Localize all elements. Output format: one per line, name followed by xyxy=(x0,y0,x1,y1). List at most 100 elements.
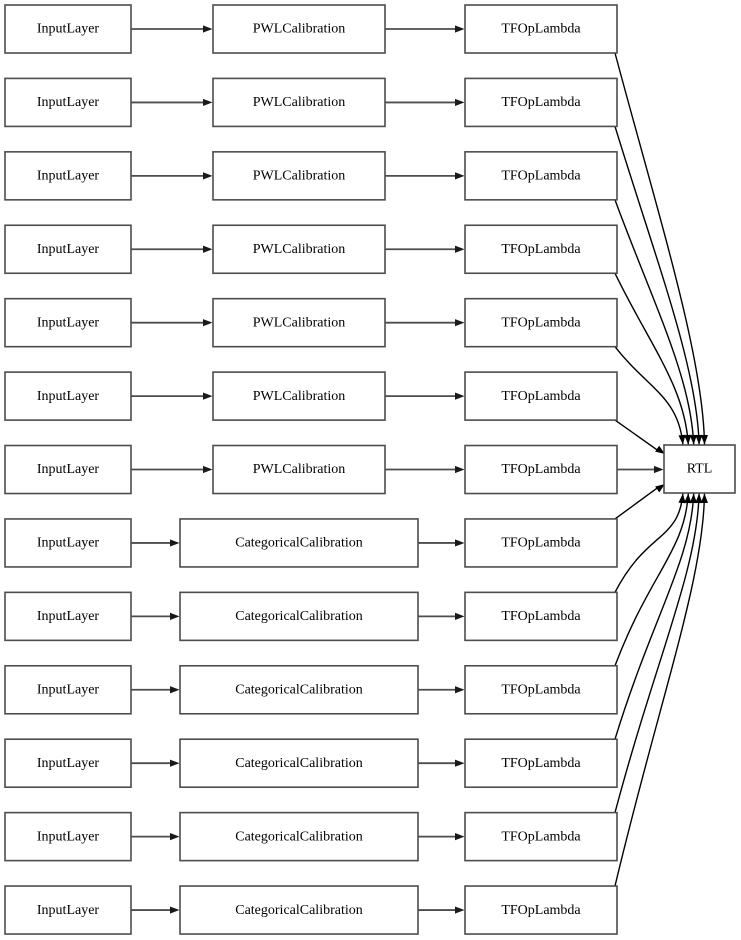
node-calibration-11-box xyxy=(179,811,419,862)
edge-output-to-rtl-2-arrowhead xyxy=(689,434,697,445)
node-tfoplambda-3[interactable]: TFOpLambda xyxy=(464,224,618,275)
edge-calibration-to-output-6-arrowhead xyxy=(455,465,465,474)
node-tfoplambda-10[interactable]: TFOpLambda xyxy=(464,738,618,789)
node-calibration-3-label: PWLCalibration xyxy=(253,242,346,257)
node-input-layer-7-label: InputLayer xyxy=(37,536,100,551)
node-input-layer-3[interactable]: InputLayer xyxy=(4,224,132,275)
node-tfoplambda-4-box xyxy=(464,297,618,348)
node-rtl[interactable]: RTL xyxy=(663,444,736,494)
node-calibration-7-box xyxy=(179,518,419,568)
node-calibration-10-box xyxy=(179,738,419,789)
edge-calibration-to-output-12-arrowhead xyxy=(455,906,465,914)
node-calibration-2-label: PWLCalibration xyxy=(253,169,346,184)
node-input-layer-11-box xyxy=(4,811,132,862)
node-tfoplambda-9[interactable]: TFOpLambda xyxy=(464,664,618,715)
edge-output-to-rtl-8-arrowhead xyxy=(678,493,686,504)
node-input-layer-7[interactable]: InputLayer xyxy=(4,518,132,568)
edge-input-to-calibration-2-arrowhead xyxy=(203,172,213,180)
edge-input-to-calibration-12-arrowhead xyxy=(170,906,180,914)
node-tfoplambda-7[interactable]: TFOpLambda xyxy=(464,518,618,568)
edge-output-to-rtl-3-curve xyxy=(614,272,689,445)
node-input-layer-9[interactable]: InputLayer xyxy=(4,664,132,715)
node-input-layer-6[interactable]: InputLayer xyxy=(4,444,132,495)
node-calibration-9[interactable]: CategoricalCalibration xyxy=(179,664,419,715)
edge-calibration-to-output-2-arrowhead xyxy=(455,172,465,180)
node-input-layer-11-label: InputLayer xyxy=(37,829,100,844)
node-input-layer-3-label: InputLayer xyxy=(37,242,100,257)
node-tfoplambda-3-box xyxy=(464,224,618,275)
node-calibration-7[interactable]: CategoricalCalibration xyxy=(179,518,419,568)
node-input-layer-11[interactable]: InputLayer xyxy=(4,811,132,862)
edge-output-to-rtl-5-arrowhead xyxy=(655,445,665,454)
node-input-layer-7-box xyxy=(4,518,132,568)
node-tfoplambda-12-label: TFOpLambda xyxy=(501,903,581,918)
edge-output-to-rtl-8-curve xyxy=(614,493,684,593)
node-tfoplambda-0[interactable]: TFOpLambda xyxy=(464,4,618,54)
node-tfoplambda-1[interactable]: TFOpLambda xyxy=(464,77,618,128)
node-tfoplambda-11-box xyxy=(464,811,618,862)
node-calibration-11[interactable]: CategoricalCalibration xyxy=(179,811,419,862)
node-input-layer-0[interactable]: InputLayer xyxy=(4,4,132,54)
node-calibration-6[interactable]: PWLCalibration xyxy=(212,444,386,495)
node-tfoplambda-5[interactable]: TFOpLambda xyxy=(464,371,618,421)
node-calibration-10[interactable]: CategoricalCalibration xyxy=(179,738,419,789)
node-calibration-4[interactable]: PWLCalibration xyxy=(212,297,386,348)
node-calibration-5[interactable]: PWLCalibration xyxy=(212,371,386,421)
edge-output-to-rtl-11-arrowhead xyxy=(695,493,703,504)
node-tfoplambda-8-box xyxy=(464,591,618,642)
node-tfoplambda-6[interactable]: TFOpLambda xyxy=(464,444,618,495)
edge-output-to-rtl-4-curve xyxy=(614,346,684,445)
node-calibration-7-label: CategoricalCalibration xyxy=(235,536,363,551)
node-tfoplambda-5-box xyxy=(464,371,618,421)
edge-output-to-rtl-10-arrowhead xyxy=(689,493,697,504)
node-tfoplambda-8[interactable]: TFOpLambda xyxy=(464,591,618,642)
node-tfoplambda-7-box xyxy=(464,518,618,568)
edge-input-to-calibration-9-arrowhead xyxy=(170,686,180,694)
node-tfoplambda-2[interactable]: TFOpLambda xyxy=(464,151,618,201)
node-input-layer-5-box xyxy=(4,371,132,421)
node-input-layer-5-label: InputLayer xyxy=(37,389,100,404)
node-tfoplambda-4[interactable]: TFOpLambda xyxy=(464,297,618,348)
node-input-layer-10[interactable]: InputLayer xyxy=(4,738,132,789)
node-input-layer-1[interactable]: InputLayer xyxy=(4,77,132,128)
edge-output-to-rtl-7-line xyxy=(614,487,658,520)
node-input-layer-4[interactable]: InputLayer xyxy=(4,297,132,348)
node-calibration-3[interactable]: PWLCalibration xyxy=(212,224,386,275)
node-input-layer-8[interactable]: InputLayer xyxy=(4,591,132,642)
edge-output-to-rtl-10-curve xyxy=(614,493,695,740)
node-tfoplambda-6-box xyxy=(464,444,618,495)
node-calibration-3-box xyxy=(212,224,386,275)
node-input-layer-0-label: InputLayer xyxy=(37,22,100,37)
node-tfoplambda-5-label: TFOpLambda xyxy=(501,389,581,404)
edge-output-to-rtl-5-line xyxy=(614,419,658,451)
node-calibration-0[interactable]: PWLCalibration xyxy=(212,4,386,54)
edge-input-to-calibration-6-arrowhead xyxy=(203,465,213,474)
node-tfoplambda-10-label: TFOpLambda xyxy=(501,756,581,771)
node-rtl-box xyxy=(663,444,736,494)
node-input-layer-6-box xyxy=(4,444,132,495)
node-calibration-5-box xyxy=(212,371,386,421)
edge-output-to-rtl-3-arrowhead xyxy=(684,434,692,445)
node-calibration-8[interactable]: CategoricalCalibration xyxy=(179,591,419,642)
edge-calibration-to-output-7-arrowhead xyxy=(455,539,465,547)
node-tfoplambda-7-label: TFOpLambda xyxy=(501,536,581,551)
node-calibration-6-box xyxy=(212,444,386,495)
node-tfoplambda-11[interactable]: TFOpLambda xyxy=(464,811,618,862)
node-input-layer-5[interactable]: InputLayer xyxy=(4,371,132,421)
node-calibration-2[interactable]: PWLCalibration xyxy=(212,151,386,201)
edge-calibration-to-output-11-arrowhead xyxy=(455,833,465,841)
node-calibration-12[interactable]: CategoricalCalibration xyxy=(179,885,419,935)
node-tfoplambda-12[interactable]: TFOpLambda xyxy=(464,885,618,935)
node-calibration-1[interactable]: PWLCalibration xyxy=(212,77,386,128)
node-calibration-0-box xyxy=(212,4,386,54)
node-tfoplambda-9-label: TFOpLambda xyxy=(501,682,581,697)
node-tfoplambda-3-label: TFOpLambda xyxy=(501,242,581,257)
node-input-layer-10-label: InputLayer xyxy=(37,756,100,771)
edge-calibration-to-output-5-arrowhead xyxy=(455,392,465,400)
node-input-layer-12[interactable]: InputLayer xyxy=(4,885,132,935)
edge-output-to-rtl-7-arrowhead xyxy=(655,484,665,493)
node-calibration-12-box xyxy=(179,885,419,935)
node-input-layer-2[interactable]: InputLayer xyxy=(4,151,132,201)
node-calibration-6-label: PWLCalibration xyxy=(253,462,346,477)
node-calibration-9-label: CategoricalCalibration xyxy=(235,682,363,697)
